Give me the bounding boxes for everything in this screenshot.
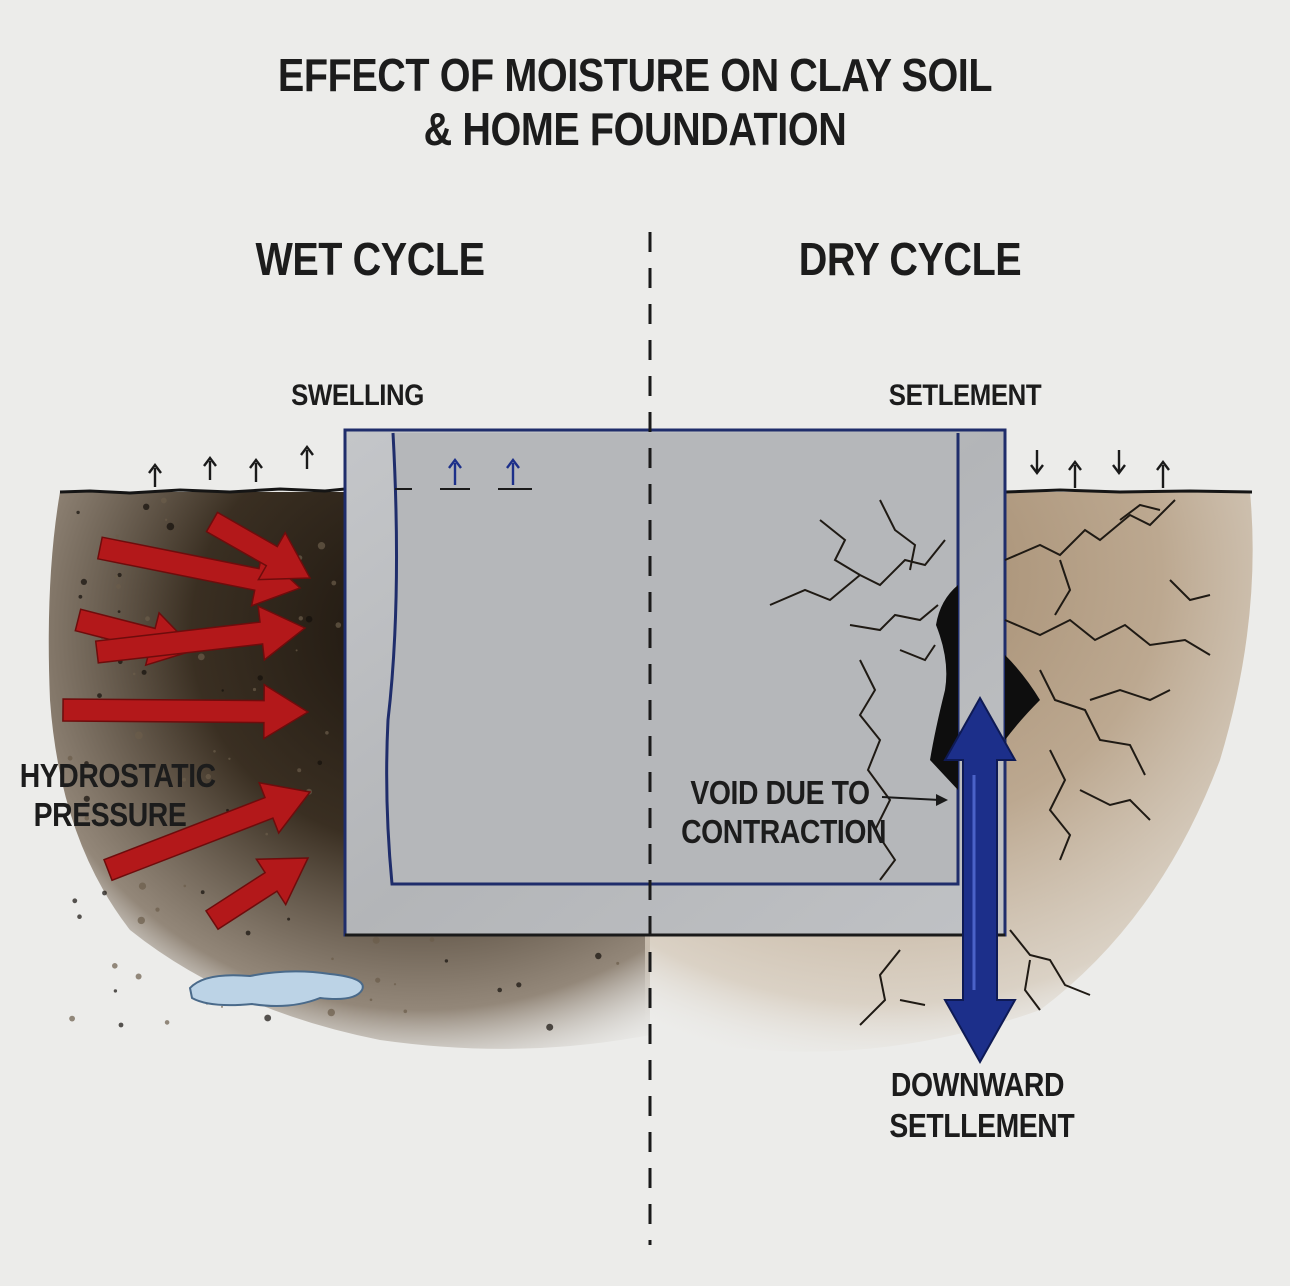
pressure-arrow-icon — [103, 781, 312, 882]
hydrostatic-pressure-line-1: HYDROSTATIC — [19, 757, 216, 794]
up-arrow-icon — [1068, 460, 1082, 488]
up-arrow-icon — [300, 445, 314, 469]
up-arrow-icon — [249, 458, 263, 482]
swelling-arrows — [148, 445, 532, 490]
hydrostatic-pressure-label: HYDROSTATIC PRESSURE — [19, 756, 216, 834]
downward-label-line-1: DOWNWARD — [890, 1066, 1065, 1103]
foundation-basement — [385, 432, 960, 886]
settlement-label: SETLEMENT — [888, 379, 1042, 412]
up-arrow-icon — [506, 458, 520, 485]
downward-label-line-2: SETLLEMENT — [889, 1107, 1075, 1144]
pressure-arrow-icon — [62, 683, 310, 740]
hydrostatic-pressure-line-2: PRESSURE — [33, 796, 187, 833]
void-label: VOID DUE TO CONTRACTION — [681, 773, 887, 851]
ground-line — [59, 487, 346, 495]
dry-cycle-heading: DRY CYCLE — [798, 233, 1022, 285]
puddle-icon — [188, 970, 364, 1007]
swelling-label: SWELLING — [291, 379, 424, 412]
up-arrow-icon — [1156, 460, 1170, 488]
up-arrow-icon — [203, 456, 217, 480]
title-line-2: & HOME FOUNDATION — [423, 103, 847, 155]
hydrostatic-pressure-arrows — [62, 511, 312, 931]
void-label-line-2: CONTRACTION — [681, 813, 887, 850]
void-label-line-1: VOID DUE TO — [690, 774, 870, 811]
double-arrow-icon — [943, 695, 1017, 1065]
pressure-arrow-icon — [205, 511, 312, 581]
up-arrow-icon — [148, 463, 162, 487]
up-arrow-icon — [448, 458, 462, 485]
void-pointer-head — [936, 794, 948, 806]
crack-icon — [769, 499, 1211, 1026]
title-line-1: EFFECT OF MOISTURE ON CLAY SOIL — [277, 49, 993, 101]
page-title: EFFECT OF MOISTURE ON CLAY SOIL & HOME F… — [257, 48, 1014, 156]
down-arrow-icon — [1030, 450, 1044, 475]
pressure-arrow-icon — [94, 604, 307, 664]
pressure-arrow-icon — [204, 857, 310, 931]
down-arrow-icon — [1112, 450, 1126, 475]
downward-settlement-label: DOWNWARD SETLLEMENT — [889, 1064, 1075, 1146]
wet-cycle-heading: WET CYCLE — [255, 233, 485, 285]
settlement-arrows — [1030, 450, 1170, 488]
void-pointer — [881, 796, 941, 801]
